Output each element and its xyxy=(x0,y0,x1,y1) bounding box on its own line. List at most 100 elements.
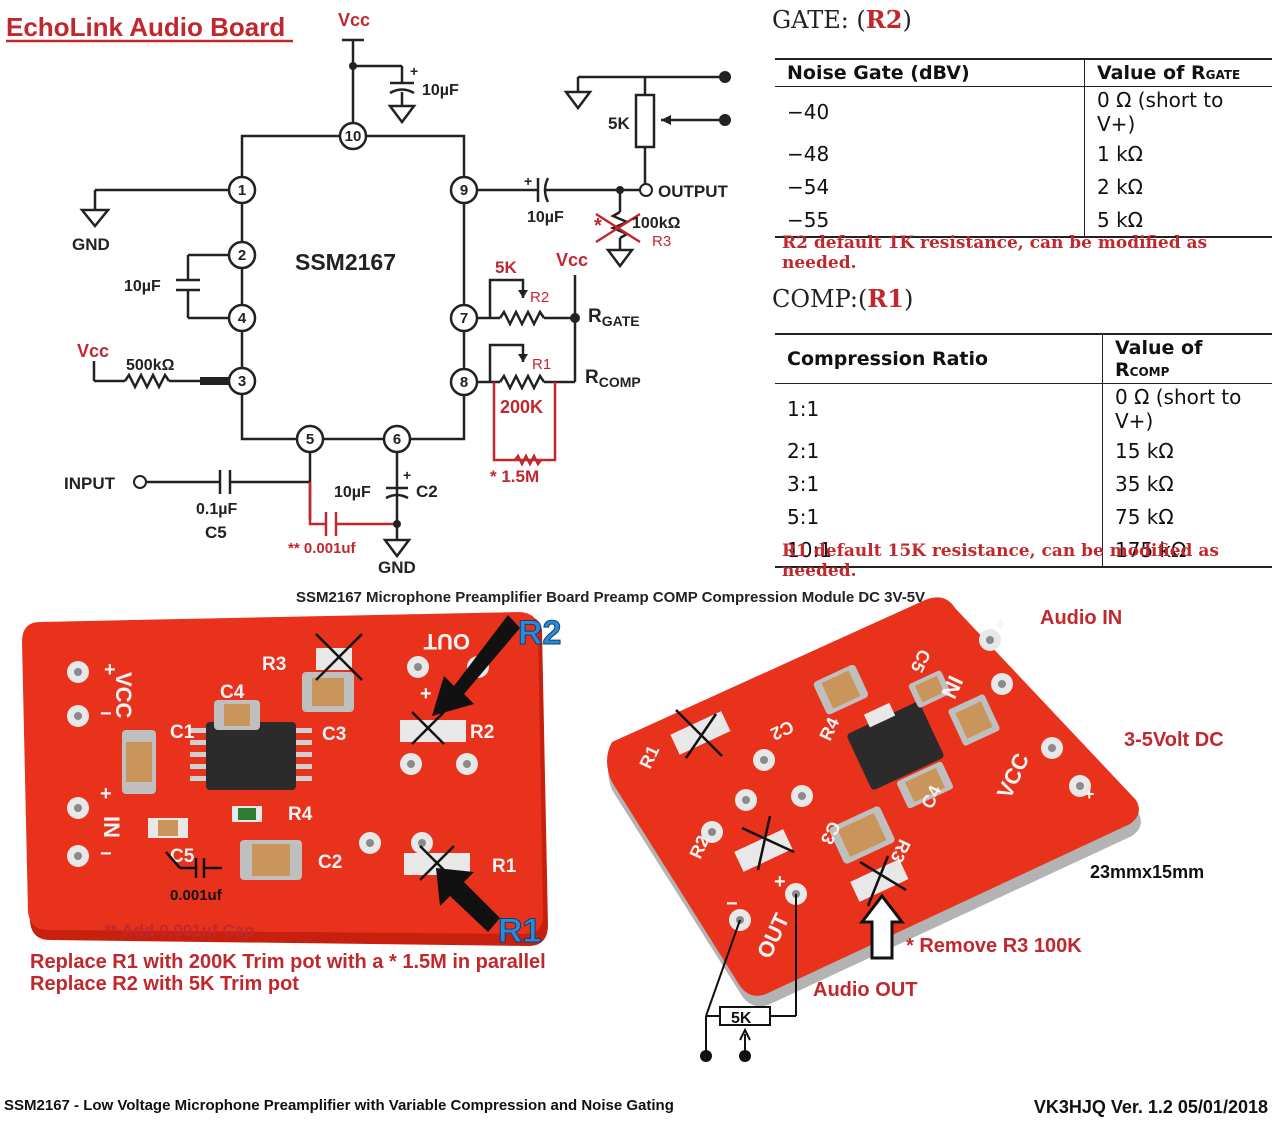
r1-value: 200K xyxy=(500,397,543,417)
svg-text:+: + xyxy=(995,614,1006,634)
svg-text:+: + xyxy=(420,683,432,705)
audio-out-label: Audio OUT xyxy=(813,979,917,1001)
pin-4: 4 xyxy=(227,303,257,333)
pin-3: 3 xyxy=(227,366,257,396)
svg-text:2: 2 xyxy=(238,247,246,264)
svg-text:1: 1 xyxy=(238,182,246,199)
r-1-5m-label: * 1.5M xyxy=(490,467,539,486)
pin-10: 10 xyxy=(338,121,368,151)
svg-text:4: 4 xyxy=(238,310,247,327)
gate-col2: Value of RGATE xyxy=(1084,59,1272,87)
gnd-label-left: GND xyxy=(72,235,110,254)
pin-9: 9 xyxy=(449,175,479,205)
r1-label: R1 xyxy=(532,356,551,373)
vcc-left-label: Vcc xyxy=(77,341,109,361)
svg-text:R3: R3 xyxy=(262,654,286,675)
photo-caption: SSM2167 Microphone Preamplifier Board Pr… xyxy=(296,589,925,606)
svg-text:C4: C4 xyxy=(220,682,245,703)
rgate-label: RGATE xyxy=(588,306,640,329)
res-500k-label: 500kΩ xyxy=(126,357,175,374)
comp-heading: COMP:(R1) xyxy=(772,284,914,313)
svg-text:C3: C3 xyxy=(322,724,346,745)
pin-6: 6 xyxy=(382,424,412,454)
cap-left-label: 10µF xyxy=(124,278,161,295)
svg-text:R1: R1 xyxy=(492,856,517,877)
cap-c2-label: 10µF xyxy=(334,484,371,501)
footer-right: VK3HJQ Ver. 1.2 05/01/2018 xyxy=(1034,1097,1268,1117)
chip-name: SSM2167 xyxy=(295,249,396,275)
svg-text:−: − xyxy=(100,703,112,725)
chip-pins: 10 1 2 4 3 5 6 9 7 8 xyxy=(227,121,479,454)
arrow-r1-icon xyxy=(436,868,500,932)
svg-text:+: + xyxy=(410,63,418,79)
cap-out-label: 10µF xyxy=(527,209,564,226)
svg-text:R4: R4 xyxy=(288,804,313,825)
arrow-r2-icon xyxy=(432,615,520,716)
vcc-right-label: Vcc xyxy=(556,250,588,270)
svg-text:+: + xyxy=(774,871,786,893)
svg-text:5: 5 xyxy=(306,431,314,448)
svg-text:6: 6 xyxy=(393,431,401,448)
comp-note: R1 default 15K resistance, can be modifi… xyxy=(782,541,1219,581)
svg-text:OUT: OUT xyxy=(423,629,470,654)
arrow-r2-label: R2 xyxy=(518,614,561,652)
cap-top-label: 10µF xyxy=(422,82,459,99)
pin-5: 5 xyxy=(295,424,325,454)
replace-r1-note: Replace R1 with 200K Trim pot with a * 1… xyxy=(30,951,546,973)
replace-r2-note: Replace R2 with 5K Trim pot xyxy=(30,973,299,995)
c2-label: C2 xyxy=(416,482,438,501)
cap-in-label: 0.1µF xyxy=(196,501,237,518)
r3-star: * xyxy=(594,215,602,237)
svg-text:9: 9 xyxy=(460,182,468,199)
svg-text:3: 3 xyxy=(238,373,246,390)
svg-text:+: + xyxy=(524,173,532,189)
pin-7: 7 xyxy=(449,303,479,333)
size-label: 23mmx15mm xyxy=(1090,862,1204,882)
pin-1: 1 xyxy=(227,175,257,205)
remove-r3-note: * Remove R3 100K xyxy=(906,935,1082,957)
gnd-label-bottom: GND xyxy=(378,558,416,577)
input-label: INPUT xyxy=(64,474,116,493)
svg-text:10: 10 xyxy=(345,128,362,145)
pot-r2-value: 5K xyxy=(495,258,517,277)
cap-add-label: ** 0.001uf xyxy=(288,540,357,557)
res-100k-label: 100kΩ xyxy=(632,215,681,232)
dc-label: 3-5Volt DC xyxy=(1124,729,1224,751)
rcomp-label: RCOMP xyxy=(585,367,641,390)
svg-text:C5: C5 xyxy=(170,846,195,867)
schematic: EchoLink Audio Board xyxy=(6,10,731,577)
added-cap-label: 0.001uf xyxy=(170,887,223,904)
gate-note: R2 default 1K resistance, can be modifie… xyxy=(782,233,1208,273)
pin-2: 2 xyxy=(227,240,257,270)
chip-body xyxy=(240,134,466,441)
svg-text:8: 8 xyxy=(460,374,468,391)
output-label: OUTPUT xyxy=(658,182,729,201)
c5-label: C5 xyxy=(205,523,227,542)
hollow-arrow-icon xyxy=(858,893,906,960)
r2-label: R2 xyxy=(530,289,549,306)
pin-8: 8 xyxy=(449,367,479,397)
audio-in-label: Audio IN xyxy=(1040,607,1122,629)
page-title: EchoLink Audio Board xyxy=(6,12,285,42)
svg-text:C1: C1 xyxy=(170,722,195,743)
svg-text:R2: R2 xyxy=(470,722,494,743)
svg-text:IN: IN xyxy=(99,816,124,838)
footer-left: SSM2167 - Low Voltage Microphone Preampl… xyxy=(4,1097,674,1114)
vcc-top-label: Vcc xyxy=(338,10,370,30)
svg-text:−: − xyxy=(726,893,738,915)
svg-text:+: + xyxy=(104,659,116,681)
r3-label: R3 xyxy=(652,233,671,250)
board-photos: SSM2167 Microphone Preamplifier Board Pr… xyxy=(4,589,1268,1117)
svg-text:+: + xyxy=(1084,784,1095,804)
svg-text:+: + xyxy=(403,467,411,483)
